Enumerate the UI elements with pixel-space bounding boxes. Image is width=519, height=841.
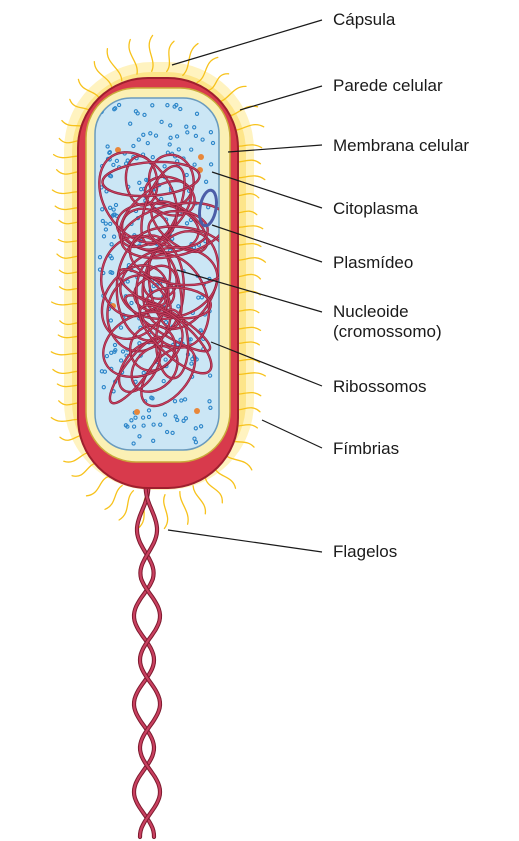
leader-line-flagelos — [168, 530, 322, 552]
label-plasmideo: Plasmídeo — [333, 253, 413, 273]
granule — [134, 409, 140, 415]
label-citoplasma: Citoplasma — [333, 199, 418, 219]
label-fimbrias: Fímbrias — [333, 439, 399, 459]
label-ribossomos: Ribossomos — [333, 377, 427, 397]
fimbria — [105, 486, 122, 510]
label-capsula: Cápsula — [333, 10, 395, 30]
leader-line-parede-celular — [240, 86, 322, 110]
fimbria — [193, 486, 205, 514]
fimbria — [164, 495, 168, 529]
granule — [198, 154, 204, 160]
label-nucleoide-sub: (cromossomo) — [333, 322, 442, 342]
fimbria — [87, 476, 110, 496]
fimbria — [205, 477, 222, 503]
label-nucleoide: Nucleoide — [333, 302, 409, 322]
label-membrana-celular: Membrana celular — [333, 136, 469, 156]
label-flagelos: Flagelos — [333, 542, 397, 562]
fimbria — [119, 491, 133, 520]
flagella — [134, 462, 160, 837]
granule — [194, 408, 200, 414]
label-parede-celular: Parede celular — [333, 76, 443, 96]
leader-line-fimbrias — [262, 420, 322, 448]
fimbria — [180, 492, 188, 525]
leader-line-capsula — [172, 20, 322, 65]
